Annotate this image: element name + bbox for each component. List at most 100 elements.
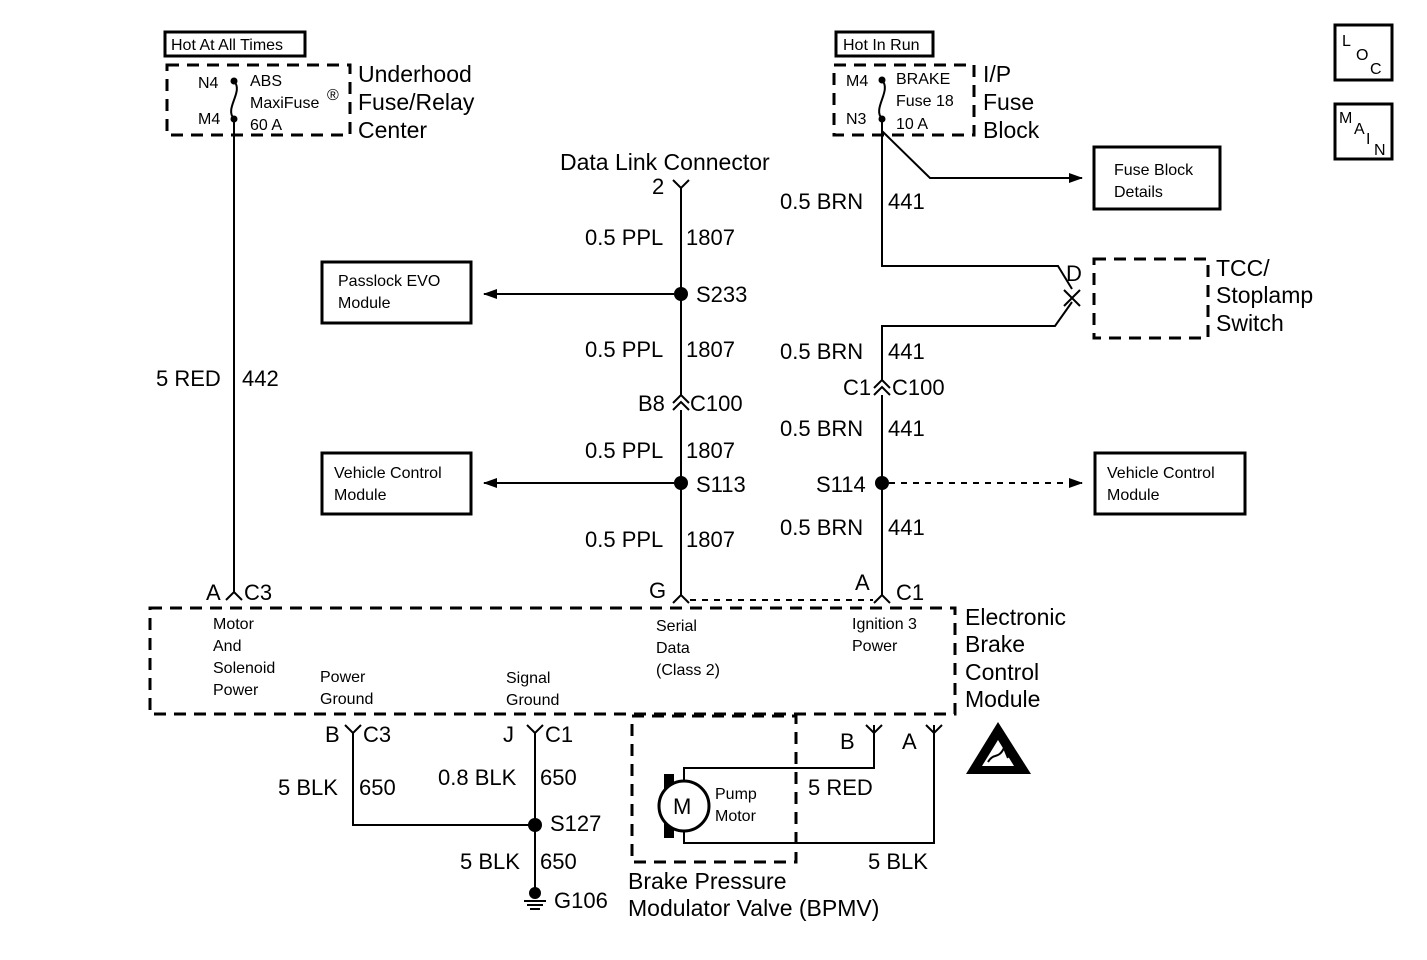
circuit-function-label: Ground <box>506 692 559 709</box>
circuit-number: 1807 <box>686 225 735 250</box>
pin-b: B <box>840 729 855 754</box>
main-nav-button[interactable]: M A I N <box>1333 102 1394 161</box>
circuit-number: 1807 <box>686 337 735 362</box>
fuse-rating: 60 A <box>250 117 282 134</box>
module-label: Module <box>338 295 391 312</box>
loc-letter-o: O <box>1356 47 1368 64</box>
tcc-stoplamp-switch: D TCC/ Stoplamp Switch <box>1066 255 1313 340</box>
pin-a: A <box>902 729 917 754</box>
arrow-to-fuse-details <box>881 130 1083 183</box>
loc-nav-button[interactable]: L O C <box>1333 23 1394 82</box>
loc-letter-l: L <box>1342 33 1351 50</box>
main-letter-n: N <box>1374 142 1386 159</box>
brake-pressure-modulator-valve: Brake Pressure Modulator Valve (BPMV) M … <box>628 714 879 921</box>
circuit-number: 442 <box>242 366 279 391</box>
component-name-2: Brake <box>965 631 1025 657</box>
fuse-block-details-link[interactable]: Fuse Block Details <box>1092 145 1222 211</box>
fuse-label: ABS <box>250 73 282 90</box>
wire-blk-650-power-ground <box>352 733 535 826</box>
circuit-function-label: Signal <box>506 670 550 687</box>
component-name-2: Modulator Valve (BPMV) <box>628 895 879 921</box>
wire-size-label: 5 BLK <box>278 775 338 800</box>
motor-symbol: M <box>673 794 691 819</box>
c100-connector-icon <box>873 378 891 396</box>
wire-size-label: 5 BLK <box>868 849 928 874</box>
circuit-number: 441 <box>888 416 925 441</box>
connector-terminal-icon <box>925 724 943 735</box>
circuit-number: 1807 <box>686 527 735 552</box>
motor-label: Pump <box>715 786 757 803</box>
component-name-3: Switch <box>1216 310 1284 336</box>
data-link-connector-label: Data Link Connector <box>560 149 770 175</box>
circuit-number: 650 <box>540 849 577 874</box>
circuit-number: 650 <box>359 775 396 800</box>
ip-fuse-block: Hot In Run M4 N3 BRAKE Fuse 18 10 A I/P … <box>832 30 1040 143</box>
fuse-rating: 10 A <box>896 116 928 133</box>
circuit-function-label: Power <box>320 669 366 686</box>
component-name-3: Block <box>983 117 1040 143</box>
loc-letter-c: C <box>1370 61 1382 78</box>
wire-size-label: 0.5 BRN <box>780 189 863 214</box>
circuit-function-label: Data <box>656 640 690 657</box>
ground-g106-label: G106 <box>554 888 608 913</box>
fuse-element-icon <box>878 79 886 120</box>
wire-size-label: 5 RED <box>808 775 873 800</box>
component-name-1: Electronic <box>965 604 1066 630</box>
esd-warning-icon <box>966 722 1031 774</box>
wire-brn-441-upper <box>881 119 1073 290</box>
ground-icon <box>524 887 546 910</box>
vehicle-control-module-left[interactable]: Vehicle Control Module <box>320 451 473 516</box>
circuit-function-label: Power <box>852 638 898 655</box>
main-letter-a: A <box>1354 121 1365 138</box>
splice-s233-label: S233 <box>696 282 747 307</box>
pin-a: A <box>855 570 870 595</box>
module-label: Module <box>334 487 387 504</box>
hot-at-all-times-label: Hot At All Times <box>171 37 283 54</box>
splice-s114-dot <box>875 476 889 490</box>
component-name-3: Control <box>965 659 1039 685</box>
component-name-4: Module <box>965 686 1040 712</box>
connector-terminal-icon <box>672 179 690 190</box>
wire-brn-441-switch-return <box>881 301 1073 380</box>
motor-label: Motor <box>715 808 757 825</box>
circuit-number: 441 <box>888 515 925 540</box>
circuit-function-label: Motor <box>213 616 255 633</box>
wire-size-label: 5 RED <box>156 366 221 391</box>
component-name-1: I/P <box>983 61 1011 87</box>
component-name-1: Brake Pressure <box>628 868 787 894</box>
module-label: Module <box>1107 487 1160 504</box>
pin-j: J <box>503 722 514 747</box>
vehicle-control-module-right[interactable]: Vehicle Control Module <box>1093 451 1247 516</box>
wire-size-label: 0.5 PPL <box>585 438 663 463</box>
wire-size-label: 0.5 PPL <box>585 527 663 552</box>
connector-terminal-icon <box>672 593 690 604</box>
splice-s233-dot <box>674 287 688 301</box>
wire-size-label: 0.5 BRN <box>780 339 863 364</box>
main-letter-i: I <box>1366 131 1370 148</box>
passlock-evo-module[interactable]: Passlock EVO Module <box>320 260 473 325</box>
fuse-number: Fuse 18 <box>896 93 954 110</box>
wire-size-label: 0.5 PPL <box>585 337 663 362</box>
connector-terminal-icon <box>344 724 362 735</box>
connector-c3: C3 <box>244 580 272 605</box>
wire-size-label: 0.5 PPL <box>585 225 663 250</box>
wire-red-motor <box>683 725 875 781</box>
splice-s127-label: S127 <box>550 811 601 836</box>
pin-a: A <box>206 580 221 605</box>
circuit-number: 1807 <box>686 438 735 463</box>
module-label: Passlock EVO <box>338 273 440 290</box>
wire-size-label: 0.5 BRN <box>780 416 863 441</box>
fuse-label: BRAKE <box>896 71 950 88</box>
splice-s113-label: S113 <box>696 472 746 497</box>
circuit-function-label: Serial <box>656 618 697 635</box>
pin-d: D <box>1066 261 1082 286</box>
pin-b: B <box>325 722 340 747</box>
component-name-2: Fuse <box>983 89 1034 115</box>
connector-c1: C1 <box>545 722 573 747</box>
link-label: Details <box>1114 184 1163 201</box>
pin-c1: C1 <box>843 375 871 400</box>
connector-c3: C3 <box>363 722 391 747</box>
splice-s114-label: S114 <box>816 472 866 497</box>
c100-connector-icon <box>672 393 690 411</box>
connector-terminal-icon <box>865 724 883 735</box>
